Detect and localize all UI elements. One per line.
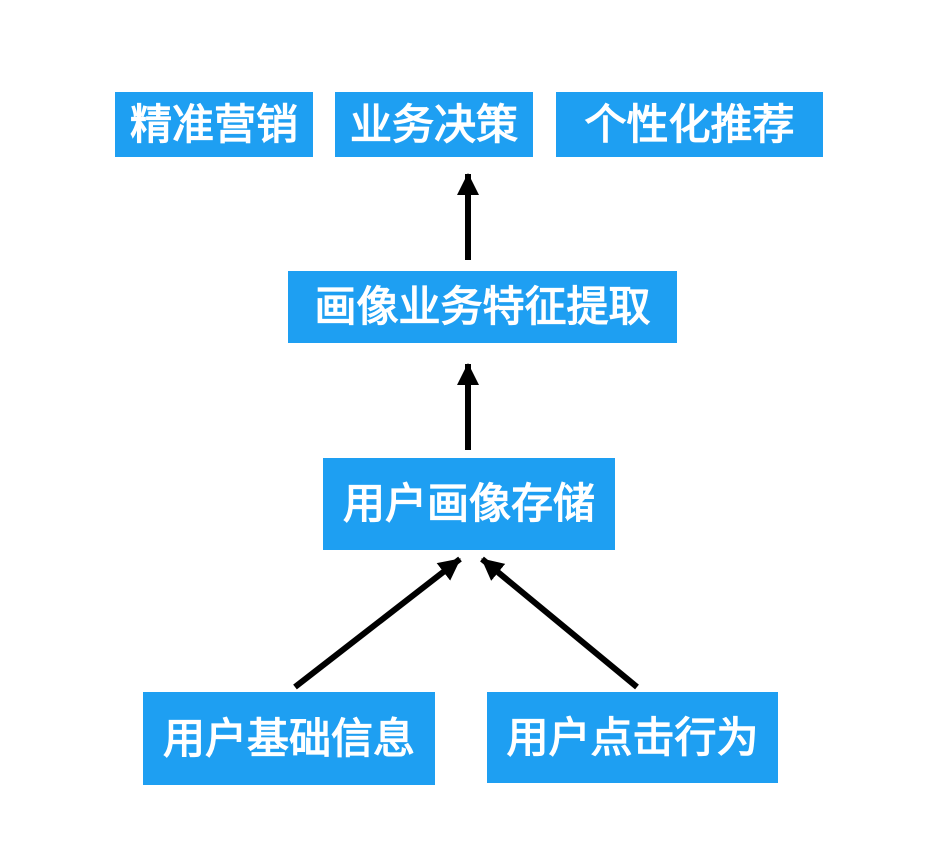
arrow-click-behavior-to-storage	[480, 556, 639, 690]
node-user-click-behavior: 用户点击行为	[487, 692, 778, 783]
node-precision-marketing: 精准营销	[115, 92, 313, 157]
node-user-basic-info: 用户基础信息	[143, 692, 435, 785]
node-business-decision: 业务决策	[335, 92, 533, 157]
node-personalized-recommendation: 个性化推荐	[556, 92, 823, 157]
arrow-basic-info-to-storage	[293, 556, 462, 690]
node-profile-storage: 用户画像存储	[323, 458, 615, 550]
node-feature-extraction: 画像业务特征提取	[288, 271, 677, 343]
